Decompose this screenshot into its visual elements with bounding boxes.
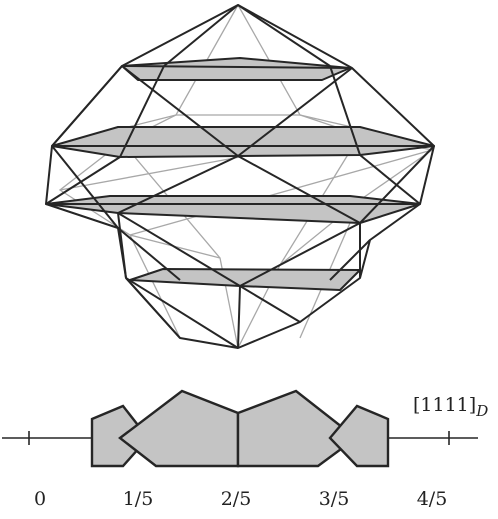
visible-edge <box>45 156 121 205</box>
visible-edge <box>329 65 361 156</box>
polytope-projection <box>45 4 435 349</box>
section-axis: [1111]D 0 1/5 2/5 3/5 4/5 <box>2 389 488 510</box>
hidden-edge <box>58 4 239 349</box>
tick-label: 1/5 <box>123 488 154 510</box>
pentagon-section-3 <box>236 389 358 468</box>
direction-label: [1111]D <box>413 394 488 420</box>
visible-edge <box>119 65 165 158</box>
visible-edge <box>329 239 371 281</box>
visible-edge <box>237 155 361 224</box>
tick-label: 4/5 <box>417 488 448 510</box>
visible-edge <box>359 145 435 224</box>
pentagon-section-4 <box>328 404 390 468</box>
hidden-edge <box>129 149 433 236</box>
tick-label: 3/5 <box>319 488 350 510</box>
tick-labels: 0 1/5 2/5 3/5 4/5 <box>34 488 447 510</box>
visible-edge <box>117 212 241 287</box>
visible-edge <box>121 65 239 157</box>
visible-edge <box>359 154 421 205</box>
visible-edge <box>125 277 239 349</box>
tick-label: 2/5 <box>221 488 252 510</box>
visible-edge <box>121 65 353 69</box>
hidden-edges <box>51 4 435 349</box>
pentagon-section-2 <box>118 389 240 468</box>
visible-edge <box>51 65 123 147</box>
cross-sections <box>45 57 435 291</box>
visible-edge <box>163 4 239 67</box>
visible-edge <box>237 4 331 67</box>
visible-edge <box>117 212 127 279</box>
pentagon-section-1 <box>90 404 150 468</box>
visible-edge <box>237 67 353 157</box>
visible-edge <box>237 285 241 349</box>
visible-edges <box>45 4 435 349</box>
visible-edge <box>125 277 181 339</box>
visible-edge <box>51 145 119 229</box>
visible-edge <box>239 222 361 287</box>
hidden-edge <box>129 234 181 339</box>
visible-edge <box>239 285 301 323</box>
cross-section-1 <box>121 57 351 81</box>
visible-edge <box>117 227 181 281</box>
tick-label: 0 <box>34 488 46 510</box>
cross-section-4 <box>129 268 361 291</box>
